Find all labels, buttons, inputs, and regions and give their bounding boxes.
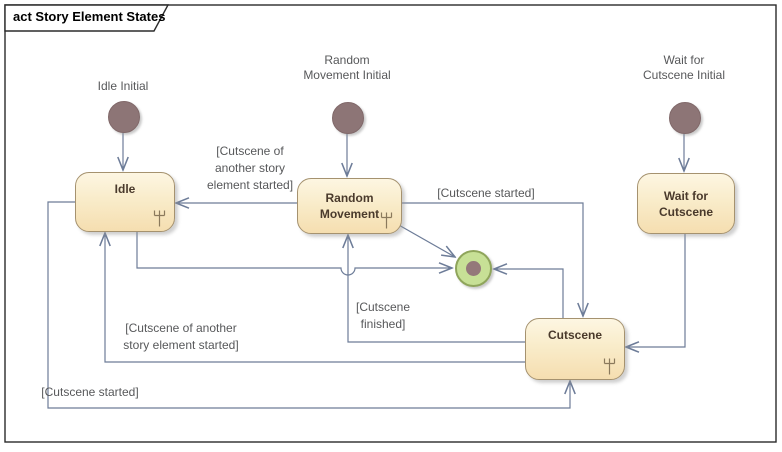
composite-state-icon [380, 212, 393, 229]
guard-cutscene-to-idle: [Cutscene of another story element start… [123, 321, 239, 352]
final-node[interactable] [455, 250, 492, 287]
transition-idle-to-final[interactable] [136, 230, 452, 276]
transition-wfc-to-cutscene[interactable] [626, 233, 686, 347]
initial-node-wait-for-cutscene[interactable] [669, 102, 701, 134]
state-cutscene-label: Cutscene [547, 328, 603, 342]
initial-node-idle[interactable] [108, 101, 140, 133]
initial-node-label-wait-for-cutscene: Wait for Cutscene Initial [642, 53, 726, 82]
initial-node-label-idle: Idle Initial [97, 79, 149, 93]
transition-idle-to-cutscene[interactable] [47, 201, 570, 409]
transition-rm-to-cutscene[interactable] [400, 202, 583, 316]
state-idle[interactable]: Idle [75, 172, 175, 232]
composite-state-icon [153, 210, 166, 227]
state-wait-for-cutscene[interactable]: Wait for Cutscene [637, 173, 735, 234]
state-cutscene[interactable]: Cutscene [525, 318, 625, 380]
state-idle-label: Idle [114, 182, 136, 196]
diagram-title: act Story Element States [13, 9, 166, 24]
diagram-frame-tab [4, 4, 170, 32]
state-random-movement[interactable]: Random Movement [297, 178, 402, 234]
final-node-inner-dot [466, 261, 481, 276]
guard-rm-to-idle: [Cutscene of another story element start… [206, 144, 294, 192]
state-random-movement-label: Random Movement [319, 191, 380, 221]
diagram-frame-border [4, 4, 777, 443]
state-wait-for-cutscene-label: Wait for Cutscene [658, 188, 714, 219]
guard-cutscene-to-rm: [Cutscene finished] [355, 300, 411, 331]
transition-cutscene-to-rm[interactable] [348, 235, 525, 343]
transition-cutscene-to-final[interactable] [494, 269, 564, 318]
transition-cutscene-to-idle[interactable] [105, 233, 525, 363]
composite-state-icon [603, 358, 616, 375]
initial-node-random-movement[interactable] [332, 102, 364, 134]
guard-rm-to-cutscene: [Cutscene started] [437, 186, 535, 200]
transition-rm-to-final[interactable] [396, 223, 455, 257]
guard-idle-to-cutscene: [Cutscene started] [41, 385, 139, 399]
initial-node-label-random-movement: Random Movement Initial [303, 53, 391, 82]
